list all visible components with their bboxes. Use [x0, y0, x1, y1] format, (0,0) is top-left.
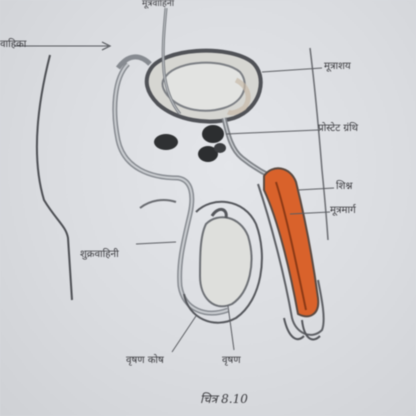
body-outline-front	[309, 47, 329, 241]
epididymis	[210, 208, 228, 219]
label-ureter: मूत्रवाहिनी	[142, 0, 175, 9]
urethra-tube-inner	[223, 117, 271, 177]
testis	[198, 216, 253, 308]
ureter-tube-inner	[162, 7, 181, 115]
urethra-tube	[221, 117, 272, 179]
label-bladder: मूत्राशय	[324, 61, 351, 72]
bladder-inner	[161, 61, 246, 112]
penis-outline-outer	[257, 183, 325, 336]
label-urethra: मूत्रमार्ग	[330, 205, 356, 216]
bulbourethral-gland	[214, 143, 226, 153]
prostate-gland-upper	[202, 125, 224, 143]
label-penis: शिश्न	[336, 181, 353, 192]
label-testis: वृषण	[222, 355, 241, 366]
pointer-top-left-head	[101, 41, 112, 51]
bladder-shading	[226, 77, 251, 116]
figure-caption: चित्र 8.10	[200, 392, 248, 406]
leader-prostate	[225, 129, 319, 135]
glans-tip	[283, 317, 321, 341]
label-sperm-duct: शुक्रवाहिनी	[80, 249, 119, 260]
body-outline-lower	[139, 199, 177, 209]
penis-urethra-line	[275, 181, 307, 311]
seminal-vesicle	[154, 134, 178, 150]
leader-penis	[297, 187, 335, 191]
label-prostate: प्रोस्टेट ग्रंथि	[318, 123, 359, 134]
leader-sperm-duct	[135, 241, 177, 245]
sperm-duct-inner	[113, 63, 229, 314]
sperm-duct-top	[115, 54, 152, 70]
label-scrotum: वृषण कोष	[126, 355, 164, 366]
label-top-left: वाहिका	[0, 39, 27, 50]
body-outline-back	[35, 54, 73, 301]
leader-testis	[227, 305, 235, 351]
leader-urethra	[289, 211, 331, 215]
prostate-gland-lower	[198, 146, 218, 162]
scrotum-outline	[183, 200, 263, 324]
leader-bladder	[261, 67, 323, 73]
leader-scrotum	[171, 315, 197, 353]
